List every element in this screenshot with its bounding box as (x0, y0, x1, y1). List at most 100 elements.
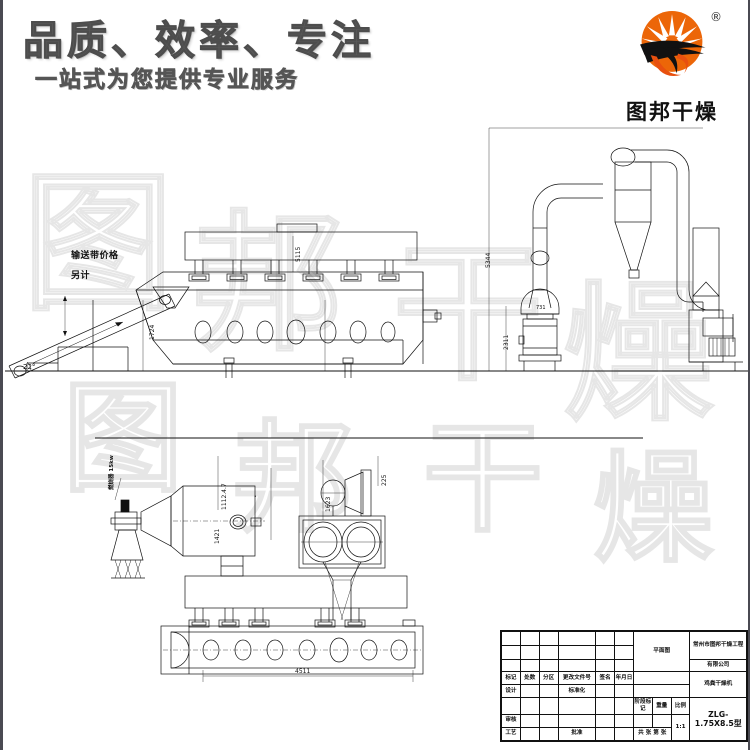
tb-empty-cell (557, 659, 597, 673)
tb-empty-cell (614, 697, 634, 715)
tb-empty-cell (614, 659, 634, 673)
tb-empty-cell (538, 659, 559, 673)
header-change-doc: 更改文件号 (557, 671, 597, 686)
conveyor-note-line1: 输送带价格 (71, 251, 119, 261)
burner-label: 燃烧器 15kw (109, 455, 115, 490)
tb-empty-cell (538, 713, 559, 728)
company-name-line2: 有限公司 (689, 659, 747, 673)
tb-empty-cell (632, 684, 691, 699)
tb-empty-cell (595, 713, 616, 728)
header-qty: 处数 (519, 671, 540, 686)
tb-empty-cell (501, 630, 521, 647)
banner-headline: 品质、效率、专注 (23, 18, 375, 65)
hood-label: 731 (536, 305, 546, 311)
scale-value-cell: 1:1 (670, 713, 691, 742)
tb-empty-cell (538, 684, 559, 699)
blower-fan (688, 227, 743, 371)
conveyor-note-line2: 另计 (71, 271, 91, 281)
header-signature: 签名 (595, 671, 616, 686)
tb-empty-cell (519, 726, 540, 742)
tb-empty-cell (501, 697, 521, 715)
vessel-width-dim: 1421 (214, 528, 221, 544)
company-logo: ® 图邦干燥 (602, 4, 742, 136)
dimension-lines-elevation (63, 127, 703, 371)
tb-empty-cell (519, 630, 540, 647)
sheet-count-cell: 共 张 第 张 (632, 726, 672, 742)
company-name-line1: 常州市图邦干燥工程 (689, 630, 747, 661)
burner-unit (110, 477, 145, 579)
tb-empty-cell (557, 713, 597, 728)
tb-empty-cell (557, 630, 597, 647)
conveyor-belt (8, 293, 176, 379)
product-name-cell: 鸡粪干燥机 (689, 671, 747, 699)
row-label-standardization: 标准化 (557, 684, 597, 699)
tb-empty-cell (501, 645, 521, 661)
logo-wordmark: 图邦干燥 (626, 100, 718, 124)
tb-empty-cell (595, 726, 616, 742)
row-label-design: 设计 (501, 684, 521, 699)
conveyor-angle-label: 22° (23, 363, 36, 371)
tb-empty-cell (651, 713, 672, 728)
row-label-review: 审核 (501, 713, 521, 728)
header-date: 年月日 (614, 671, 634, 686)
outlet-width-dim: 225 (381, 474, 388, 486)
tb-empty-cell (538, 630, 559, 647)
tb-empty-cell (614, 726, 634, 742)
tb-empty-cell (538, 645, 559, 661)
tower-height-dim: 5344 (485, 252, 492, 268)
dimension-lines-plan (202, 456, 414, 682)
row-label-process: 工艺 (501, 726, 521, 742)
cyclone-height-dim: 2311 (503, 334, 510, 350)
tb-empty-cell (557, 697, 597, 715)
tb-empty-cell (632, 713, 653, 728)
scale-header: 比例 (670, 697, 691, 715)
tb-empty-cell (614, 713, 634, 728)
feed-hopper (152, 286, 190, 309)
tb-empty-cell (538, 726, 559, 742)
tb-empty-cell (595, 645, 616, 661)
tb-empty-cell (519, 684, 540, 699)
tb-empty-cell (614, 630, 634, 647)
overall-length-dim: 4511 (295, 668, 311, 675)
tb-empty-cell (595, 684, 616, 699)
row-label-approve: 批准 (557, 726, 597, 742)
bed-top-height-dim: 5115 (295, 246, 302, 262)
view-name-cell: 平面图 (632, 630, 691, 673)
tb-empty-cell (614, 645, 634, 661)
tb-empty-cell (519, 645, 540, 661)
sun-burst-icon (640, 11, 706, 77)
tb-empty-cell (595, 697, 616, 715)
air-heater-vessel (518, 318, 562, 371)
duct-length-dim: 1112.4.7 (221, 483, 228, 510)
top-air-plenum (184, 223, 418, 282)
registered-mark: ® (710, 10, 722, 24)
weight-header: 重量 (651, 697, 672, 715)
tb-empty-cell (632, 671, 691, 686)
fluid-bed-dryer-body (135, 271, 442, 378)
vibration-unit (302, 260, 324, 282)
header-zone: 分区 (538, 671, 559, 686)
tb-empty-cell (595, 630, 616, 647)
plan-view (110, 469, 424, 675)
inlet-height-dim: 1724 (149, 324, 156, 340)
banner-subhead: 一站式为您提供专业服务 (35, 68, 300, 94)
fan-offset-dim: 1623 (325, 496, 332, 512)
vibration-unit (226, 260, 248, 282)
twin-cyclone-plan (298, 515, 386, 621)
tb-empty-cell (519, 697, 540, 715)
stage-mark-header: 阶段标记 (632, 697, 653, 715)
technical-drawing (5, 127, 748, 682)
vibration-unit (340, 260, 362, 282)
tb-empty-cell (501, 659, 521, 673)
promo-banner: 品质、效率、专注 一站式为您提供专业服务 (3, 0, 748, 118)
tb-empty-cell (538, 697, 559, 715)
tb-empty-cell (519, 659, 540, 673)
cyclone-separator (610, 147, 720, 318)
tb-empty-cell (595, 659, 616, 673)
vibration-unit (188, 260, 210, 282)
tb-empty-cell (614, 684, 634, 699)
inlet-hood (520, 288, 560, 320)
tb-empty-cell (519, 713, 540, 728)
header-mark: 标记 (501, 671, 521, 686)
